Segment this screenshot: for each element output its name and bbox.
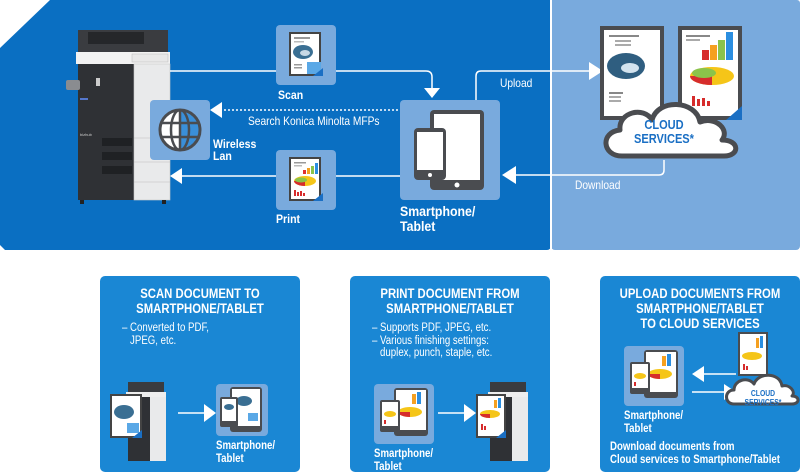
device-label-line2: Tablet (624, 423, 652, 435)
upload-label: Upload (500, 76, 533, 90)
smartphone-tablet-label: Smartphone/ Tablet (400, 204, 475, 234)
smartphone-tablet-scan-icon (220, 387, 262, 432)
card-bullet: JPEG, etc. (122, 334, 177, 347)
card-title: SCAN DOCUMENT TO SMARTPHONE/TABLET (116, 286, 284, 316)
card-bullet: – Converted to PDF, (122, 322, 209, 334)
smartphone-tablet-icon (414, 110, 484, 190)
print-arrow-right (438, 404, 476, 422)
smartphone-tablet-print-icon (380, 388, 428, 436)
device-label-line1: Smartphone/ (374, 448, 434, 460)
print-from-device-card: PRINT DOCUMENT FROM SMARTPHONE/TABLET – … (350, 276, 550, 474)
card-title-line2: SMARTPHONE/TABLET (386, 301, 514, 316)
card-title-line1: SCAN DOCUMENT TO (140, 286, 260, 301)
globe-icon (158, 108, 202, 152)
card-bullet: duplex, punch, staple, etc. (372, 347, 493, 359)
upload-to-cloud-card: UPLOAD DOCUMENTS FROM SMARTPHONE/TABLET … (600, 276, 800, 472)
footer-line1: Download documents from (610, 441, 735, 453)
card-title: UPLOAD DOCUMENTS FROM SMARTPHONE/TABLET … (616, 286, 784, 331)
card-title-line1: UPLOAD DOCUMENTS FROM (619, 286, 781, 301)
scan-label: Scan (278, 88, 304, 102)
card-bullets: – Converted to PDF, JPEG, etc. (122, 322, 209, 347)
card-bullets: – Supports PDF, JPEG, etc. – Various fin… (372, 322, 492, 360)
device-label: Smartphone/ Tablet (374, 448, 433, 474)
cloud-label-line1: CLOUD (644, 117, 684, 132)
upload-flow-arrow (475, 62, 603, 100)
mini-mfp-with-printed-doc-icon (476, 382, 528, 461)
device-label: Smartphone/ Tablet (216, 440, 275, 466)
mini-cloud-with-doc-icon (725, 332, 800, 406)
device-label-line1: Smartphone/ (216, 440, 276, 452)
cloud-label-line1: CLOUD (750, 389, 776, 398)
card-title-line2: SMARTPHONE/TABLET (636, 301, 764, 316)
device-label-line2: Tablet (216, 453, 244, 465)
wireless-label-line1: Wireless (213, 137, 257, 151)
card-title-line3: TO CLOUD SERVICES (640, 316, 760, 331)
svg-text:bizhub: bizhub (80, 132, 93, 137)
card-bullet: – Supports PDF, JPEG, etc. (372, 322, 492, 334)
smartphone-tablet-upload-icon (630, 350, 678, 398)
device-label-line2: Tablet (374, 461, 402, 473)
wireless-lan-label: Wireless Lan (213, 138, 256, 162)
download-footer-text: Download documents from Cloud services t… (610, 441, 780, 467)
scan-flow-arrow (170, 70, 440, 98)
search-mfp-label: Search Konica Minolta MFPs (248, 114, 380, 128)
device-label-line1: Smartphone/ (400, 203, 476, 219)
download-label: Download (575, 178, 621, 192)
footer-line2: Cloud services to Smartphone/Tablet (610, 454, 780, 466)
search-flow-arrow (210, 102, 403, 118)
card-title: PRINT DOCUMENT FROM SMARTPHONE/TABLET (366, 286, 534, 316)
card-bullet: – Various finishing settings: (372, 334, 489, 347)
scanned-document-icon (289, 32, 323, 76)
device-label: Smartphone/ Tablet (624, 410, 683, 436)
scan-to-device-card: SCAN DOCUMENT TO SMARTPHONE/TABLET – Con… (100, 276, 300, 472)
scan-arrow-right (178, 404, 216, 422)
device-label-line2: Tablet (400, 218, 436, 234)
cloud-label-line2: SERVICES* (744, 398, 782, 407)
card-title-line1: PRINT DOCUMENT FROM (380, 286, 520, 301)
print-label: Print (276, 212, 301, 226)
cloud-services-label: CLOUD SERVICES* (622, 118, 707, 146)
device-label-line1: Smartphone/ (624, 410, 684, 422)
wireless-label-line2: Lan (213, 149, 232, 163)
cloud-label-line2: SERVICES* (633, 131, 694, 146)
mini-mfp-with-scan-doc-icon (110, 382, 166, 461)
card-title-line2: SMARTPHONE/TABLET (136, 301, 264, 316)
mini-cloud-label: CLOUD SERVICES* (735, 389, 791, 407)
cloud-documents-icon (600, 26, 742, 159)
panel-divider (550, 0, 552, 250)
download-flow-arrow (502, 160, 665, 184)
download-arrow-left (692, 366, 736, 382)
printed-chart-document-icon (289, 157, 323, 201)
